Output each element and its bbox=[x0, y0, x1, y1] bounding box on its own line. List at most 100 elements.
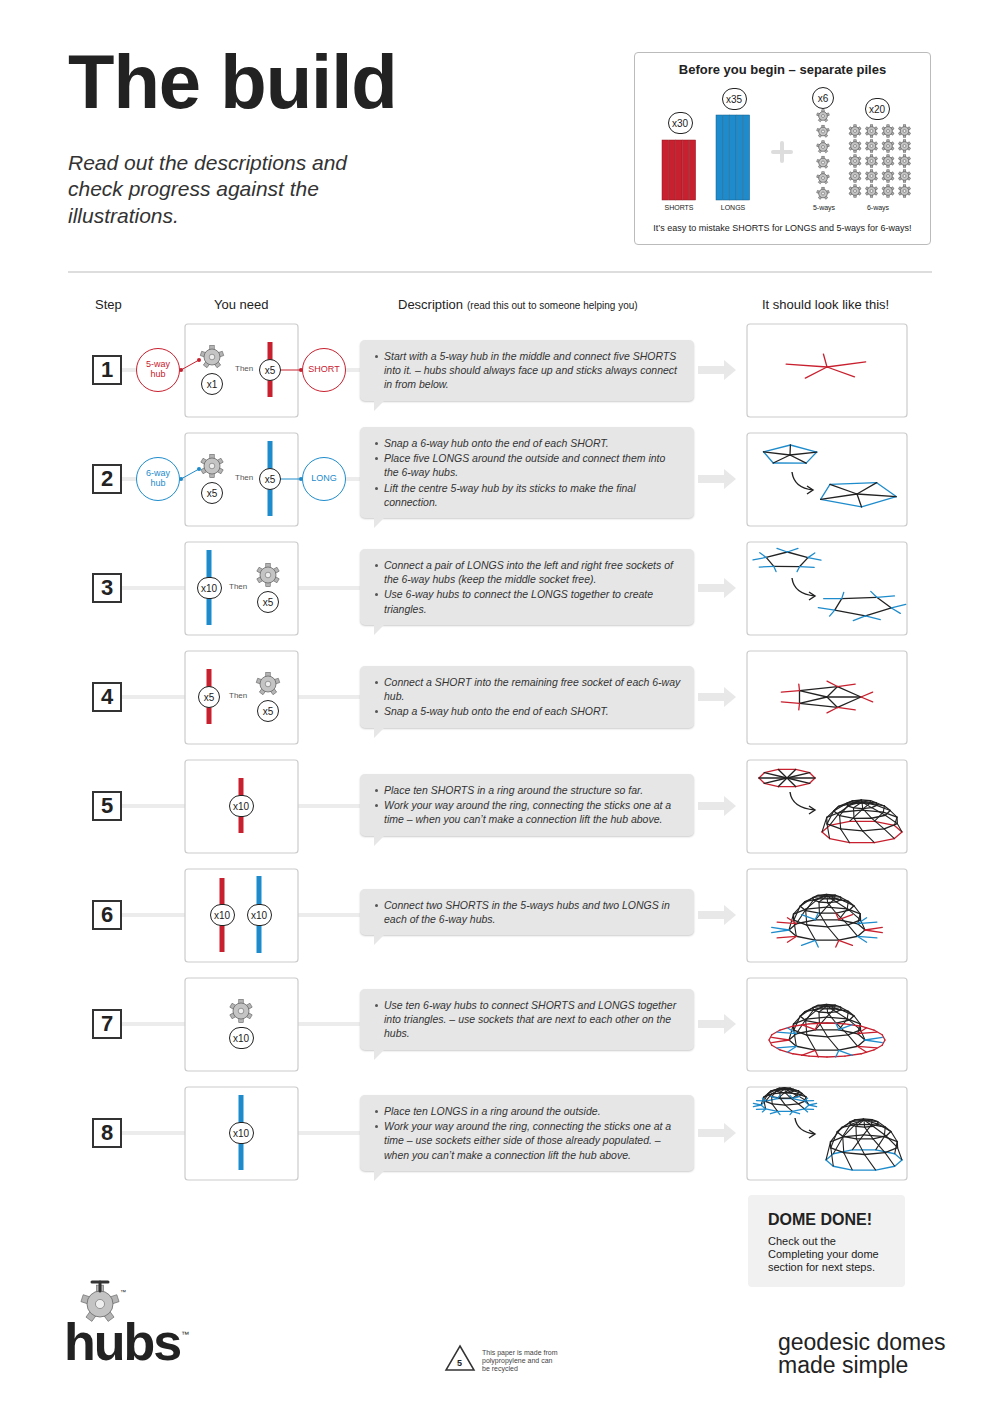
stick-line bbox=[865, 1037, 882, 1040]
stick-line bbox=[836, 1023, 839, 1030]
hub-icon bbox=[260, 567, 276, 583]
hub-icon bbox=[819, 127, 828, 136]
stick-line bbox=[763, 452, 773, 463]
stick-line bbox=[787, 918, 796, 924]
stick-line bbox=[884, 824, 897, 829]
step-number: 6 bbox=[92, 900, 122, 930]
hub-centre bbox=[886, 159, 889, 162]
stick-line bbox=[777, 548, 787, 552]
progress-arrow bbox=[698, 469, 736, 489]
divider bbox=[68, 272, 932, 273]
dome-strut bbox=[827, 896, 848, 920]
hub-icon bbox=[900, 172, 909, 181]
dome-strut bbox=[806, 1006, 827, 1050]
description-bubble: Place ten SHORTS in a ring around the st… bbox=[360, 774, 694, 836]
stick-line bbox=[796, 936, 815, 940]
stick-line bbox=[827, 824, 841, 829]
node-text: x1 bbox=[207, 379, 218, 390]
dome-strut bbox=[864, 1120, 885, 1150]
stick-line bbox=[865, 608, 891, 616]
callout-circle: 6-way hub bbox=[136, 457, 180, 501]
stick-line bbox=[838, 697, 861, 707]
hub-centre bbox=[821, 114, 824, 117]
stick-line bbox=[842, 597, 877, 598]
stick-line bbox=[787, 1028, 796, 1034]
stick-line bbox=[815, 939, 838, 940]
stick-line bbox=[790, 445, 816, 452]
row-band bbox=[298, 913, 360, 917]
stick-line bbox=[763, 445, 790, 452]
dome-strut bbox=[815, 1005, 835, 1030]
step-number: 3 bbox=[92, 573, 122, 603]
stick-line bbox=[886, 1132, 891, 1136]
stick-line bbox=[821, 484, 830, 499]
column-header: It should look like this! bbox=[762, 297, 889, 312]
stick-line bbox=[821, 494, 857, 499]
hub-icon bbox=[884, 157, 893, 166]
stick-line bbox=[877, 483, 897, 497]
description-bubble: Start with a 5-way hub in the middle and… bbox=[360, 340, 694, 401]
stick-line bbox=[839, 1046, 858, 1050]
node-text: x30 bbox=[672, 118, 688, 129]
row-band bbox=[122, 1022, 185, 1026]
bullet-text: Connect two SHORTS in the 5-ways hubs an… bbox=[374, 898, 682, 926]
hub-icon bbox=[867, 172, 876, 181]
stick-line bbox=[827, 367, 855, 377]
step-arrow-head bbox=[807, 486, 813, 494]
dome-strut bbox=[796, 1005, 827, 1034]
stick-line bbox=[865, 930, 882, 933]
stick-line bbox=[785, 1104, 798, 1105]
stick-line bbox=[836, 910, 849, 913]
hub-centre bbox=[853, 189, 856, 192]
stick-line bbox=[772, 930, 789, 933]
stick-line bbox=[792, 1096, 799, 1098]
hub-centre bbox=[886, 129, 889, 132]
dome-strut bbox=[815, 895, 835, 920]
count-circle: x10 bbox=[229, 1122, 254, 1144]
longs-pile bbox=[723, 115, 729, 200]
stick-line bbox=[777, 1046, 796, 1047]
stick-line bbox=[807, 1035, 828, 1037]
row-band bbox=[122, 804, 185, 808]
then-text: Then bbox=[229, 582, 247, 591]
dome-strut bbox=[864, 1120, 902, 1160]
stick-line bbox=[857, 483, 877, 494]
stick-line bbox=[815, 1049, 838, 1050]
stick-line bbox=[850, 842, 875, 843]
step-number: 7 bbox=[92, 1009, 122, 1039]
bullet-text: Connect a pair of LONGS into the left an… bbox=[374, 558, 682, 586]
stick-line bbox=[796, 769, 810, 772]
hub-centre bbox=[886, 174, 889, 177]
bullet-text: Work your way around the ring, connectin… bbox=[374, 798, 682, 826]
stick-line bbox=[789, 445, 791, 455]
step-label: 6 bbox=[101, 902, 113, 928]
dome-strut bbox=[827, 896, 860, 924]
dome-strut bbox=[862, 802, 894, 839]
tagline: geodesic domes made simple bbox=[778, 1331, 968, 1377]
hub-icon bbox=[867, 157, 876, 166]
done-heading: DOME DONE! bbox=[768, 1211, 891, 1229]
row-band bbox=[298, 1022, 360, 1026]
stick-line bbox=[797, 567, 800, 572]
step-arrow-head bbox=[809, 806, 815, 814]
hub-centre bbox=[265, 572, 271, 578]
bullet-text: Start with a 5-way hub in the middle and… bbox=[374, 349, 682, 392]
column-header: You need bbox=[214, 297, 268, 312]
stick-line bbox=[858, 936, 867, 942]
stick-line bbox=[806, 907, 827, 909]
step-label: 4 bbox=[101, 684, 113, 710]
dome-strut bbox=[761, 1088, 785, 1105]
hub-centre bbox=[870, 174, 873, 177]
stick-line bbox=[815, 919, 838, 920]
leader-line bbox=[181, 360, 199, 370]
stick-line bbox=[762, 1098, 765, 1101]
hub-icon bbox=[819, 174, 828, 183]
stick-line bbox=[773, 462, 806, 463]
node-text: 5-way hub bbox=[139, 360, 177, 380]
longs-pile bbox=[743, 115, 749, 200]
dome-strut bbox=[827, 1006, 848, 1030]
column-header: Description bbox=[398, 297, 463, 312]
stick-line bbox=[778, 1111, 793, 1112]
stick-line bbox=[756, 1108, 765, 1110]
stick-line bbox=[799, 703, 837, 707]
